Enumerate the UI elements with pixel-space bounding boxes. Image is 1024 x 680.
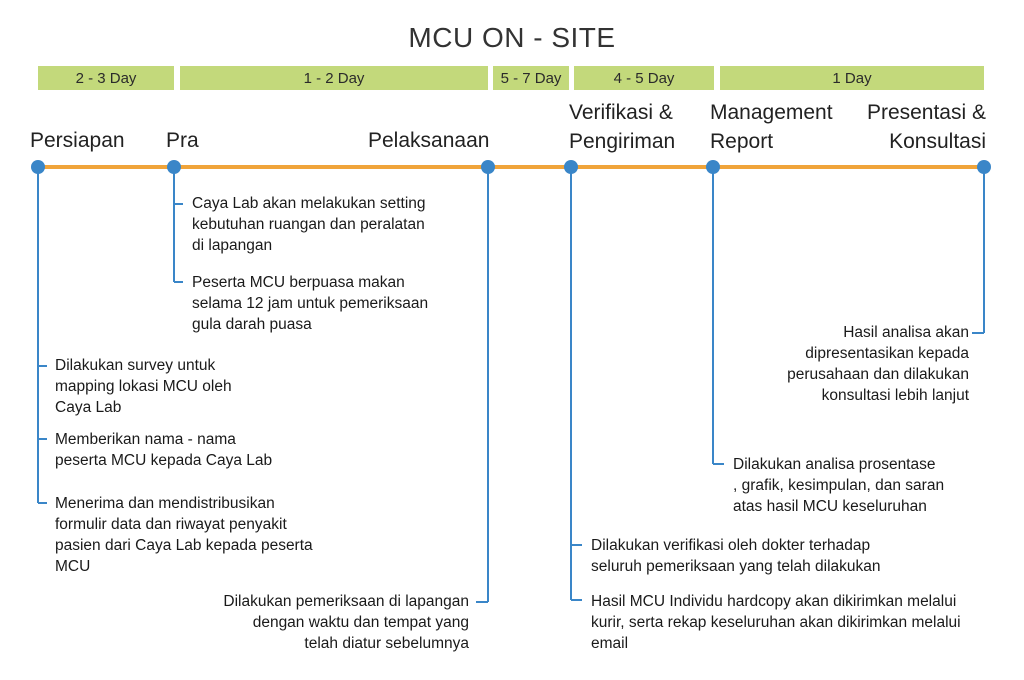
duration-bar-report-presentasi: 1 Day	[720, 66, 984, 90]
note-pra-setting: Caya Lab akan melakukan setting kebutuha…	[192, 195, 426, 254]
node-pelaksanaan	[481, 160, 495, 174]
note-persiapan-nama: Memberikan nama - nama peserta MCU kepad…	[55, 431, 273, 469]
phase-verifikasi-pengiriman: Verifikasi & Pengiriman	[569, 101, 676, 153]
connector-pelaksanaan	[476, 167, 489, 603]
phase-management-report: Management Report	[710, 101, 833, 153]
phase-presentasi-konsultasi: Presentasi & Konsultasi	[866, 101, 986, 153]
diagram-title: MCU ON - SITE	[408, 22, 616, 53]
note-pra-puasa: Peserta MCU berpuasa makan selama 12 jam…	[192, 274, 429, 333]
duration-bar-pelaksanaan: 5 - 7 Day	[493, 66, 569, 90]
note-management-analisa: Dilakukan analisa prosentase , grafik, k…	[733, 456, 945, 515]
note-persiapan-formulir: Menerima dan mendistribusikan formulir d…	[55, 495, 313, 575]
connector-verifikasi	[570, 167, 582, 601]
connector-management	[712, 167, 724, 465]
phase-pra: Pra	[166, 129, 199, 152]
duration-bar-verifikasi: 4 - 5 Day	[574, 66, 714, 90]
connector-persiapan	[37, 167, 47, 504]
node-persiapan	[31, 160, 45, 174]
node-presentasi	[977, 160, 991, 174]
note-pelaksanaan-pemeriksaan: Dilakukan pemeriksaan di lapangan dengan…	[223, 593, 469, 652]
note-verifikasi-hardcopy: Hasil MCU Individu hardcopy akan dikirim…	[591, 593, 961, 652]
connector-pra	[173, 167, 183, 283]
note-verifikasi-dokter: Dilakukan verifikasi oleh dokter terhada…	[591, 537, 881, 575]
duration-bar-persiapan: 2 - 3 Day	[38, 66, 174, 90]
note-persiapan-survey: Dilakukan survey untuk mapping lokasi MC…	[55, 357, 232, 416]
phase-persiapan: Persiapan	[30, 129, 125, 152]
node-pra	[167, 160, 181, 174]
node-verifikasi	[564, 160, 578, 174]
phase-pelaksanaan: Pelaksanaan	[368, 129, 490, 152]
node-management	[706, 160, 720, 174]
note-presentasi-hasil: Hasil analisa akan dipresentasikan kepad…	[787, 324, 969, 404]
duration-bar-pra-pelaksanaan: 1 - 2 Day	[180, 66, 488, 90]
connector-presentasi	[972, 167, 985, 334]
